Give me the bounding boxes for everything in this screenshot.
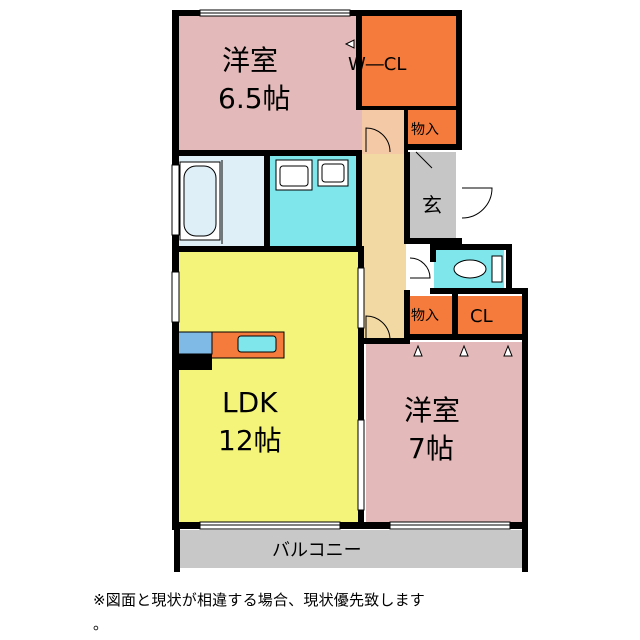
balcony-floor — [178, 530, 522, 568]
closet-floor — [456, 296, 522, 334]
hallway-floor — [362, 154, 406, 344]
ldk-size: 12帖 — [218, 424, 282, 457]
disclaimer-line-1: ※図面と現状が相違する場合、現状優先致します — [93, 591, 425, 609]
western-room-1-size: 6.5帖 — [218, 82, 291, 115]
western-room-2-name: 洋室 — [404, 394, 460, 427]
toilet-bowl — [453, 259, 487, 279]
room1-door-alcove — [362, 108, 406, 154]
balcony-label: バルコニー — [272, 540, 362, 561]
room2-door-swing — [365, 315, 391, 341]
bathtub-inner — [183, 165, 217, 237]
ldk-name: LDK — [222, 386, 278, 419]
kitchen-sink — [237, 335, 277, 353]
toilet-tank — [491, 255, 503, 283]
closet-label: CL — [470, 306, 493, 327]
western-room-1-name: 洋室 — [222, 44, 278, 77]
storage-2-label: 物入 — [411, 308, 439, 324]
disclaimer-note: ※図面と現状が相違する場合、現状優先致します 。 — [93, 588, 533, 636]
entrance-floor — [410, 152, 456, 244]
entrance-door-swing — [461, 187, 493, 219]
western-room-2-floor — [366, 342, 522, 522]
western-room-2-size: 7帖 — [408, 432, 454, 465]
walk-in-closet-label: W―CL — [348, 54, 406, 75]
refrigerator-space — [178, 354, 212, 370]
washbasin — [275, 159, 313, 191]
closet-door-mark — [413, 344, 423, 357]
storage-1-floor — [406, 108, 456, 146]
walk-in-closet-floor — [362, 14, 456, 108]
storage-2-floor — [406, 296, 456, 334]
room1-door-swing — [365, 127, 391, 153]
disclaimer-line-2: 。 — [93, 615, 109, 633]
storage-1-label: 物入 — [411, 122, 439, 138]
ldk-floor — [178, 250, 360, 522]
toilet-door-swing — [409, 257, 431, 279]
western-room-1-floor — [178, 14, 362, 152]
entrance-label: 玄 — [422, 193, 442, 217]
